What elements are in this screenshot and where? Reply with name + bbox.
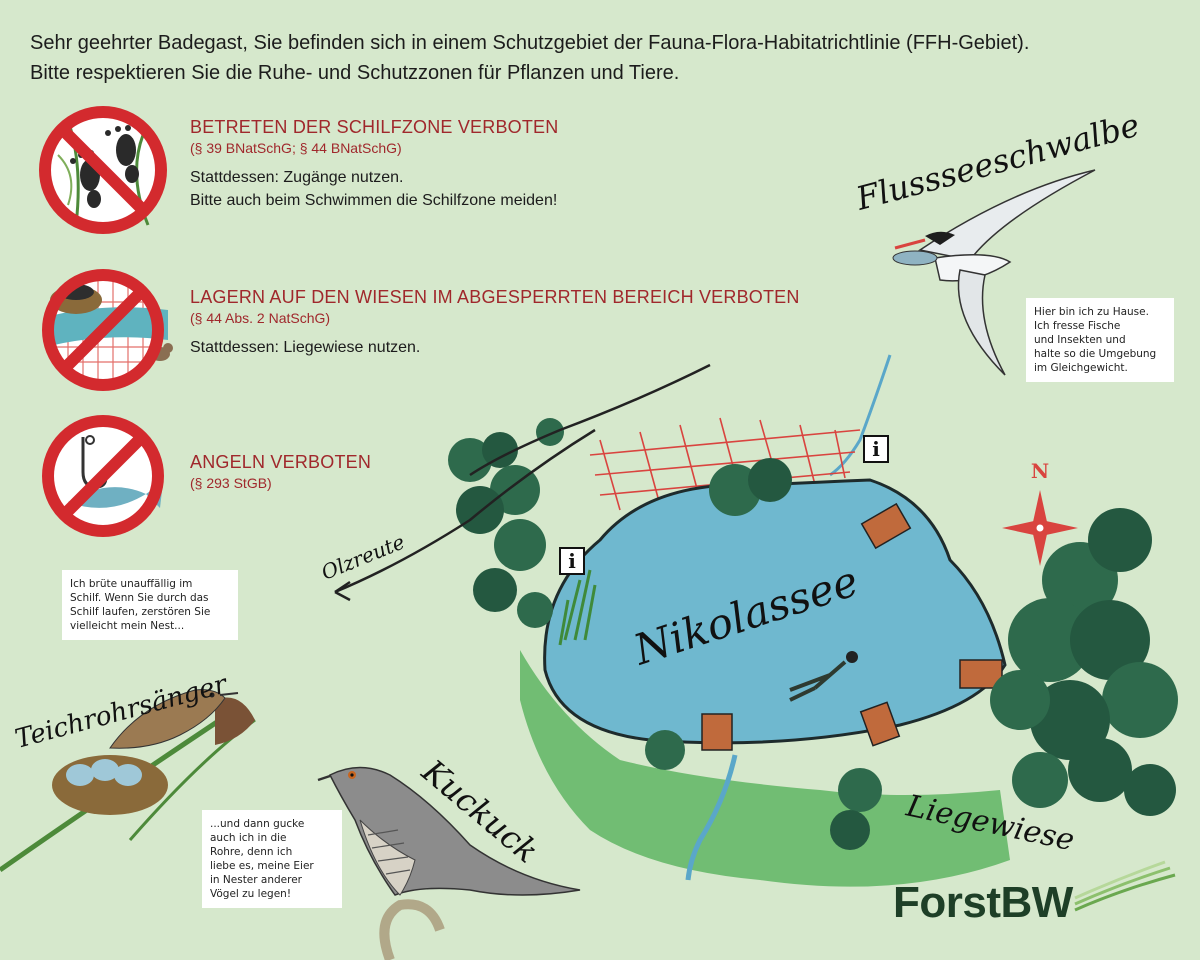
speech-line: liebe es, meine Eier — [210, 860, 314, 872]
rule-law: (§ 44 Abs. 2 NatSchG) — [190, 310, 331, 326]
forstbw-logo: ForstBW — [893, 878, 1073, 927]
speech-line: Ich fresse Fische — [1034, 320, 1121, 332]
forstbw-logo-swoosh — [1074, 860, 1176, 912]
rule-law: (§ 39 BNatSchG; § 44 BNatSchG) — [190, 140, 402, 156]
piers — [701, 502, 1003, 751]
speech-line: auch ich in die — [210, 832, 287, 844]
north-label: N — [1031, 459, 1049, 483]
speech-line: Vögel zu legen! — [210, 888, 292, 900]
meadow-area — [520, 650, 1010, 887]
reed-bed — [558, 569, 597, 646]
rule-fishing: ANGELN VERBOTEN (§ 293 StGB) — [190, 452, 371, 491]
speech-line: ...und dann gucke — [210, 818, 305, 830]
speech-line: im Gleichgewicht. — [1034, 362, 1128, 374]
speech-line: halte so die Umgebung — [1034, 348, 1157, 360]
rule-text-line: Stattdessen: Zugänge nutzen. — [190, 169, 404, 186]
stream — [685, 754, 738, 881]
no-footprints-icon — [39, 106, 167, 234]
info-label: i — [568, 549, 576, 573]
rule-text: Stattdessen: Liegewiese nutzen. — [190, 336, 800, 359]
rule-text-line: Bitte auch beim Schwimmen die Schilfzone… — [190, 192, 558, 209]
reed-warbler-speech-bubble: Ich brüte unauffällig im Schilf. Wenn Si… — [62, 570, 238, 640]
cuckoo-illustration: Kuckuck — [317, 751, 581, 960]
road-line — [334, 428, 596, 594]
pier — [860, 502, 912, 550]
tern-speech-bubble: Hier bin ich zu Hause. Ich fresse Fische… — [1026, 298, 1174, 382]
rule-reed-zone: BETRETEN DER SCHILFZONE VERBOTEN (§ 39 B… — [190, 117, 558, 212]
speech-line: Schilf laufen, zerstören Sie — [70, 606, 211, 618]
intro-line-2: Bitte respektieren Sie die Ruhe- und Sch… — [30, 62, 680, 84]
info-point: i — [863, 435, 889, 463]
cuckoo-speech-bubble: ...und dann gucke auch ich in die Rohre,… — [202, 810, 342, 908]
info-point: i — [559, 547, 585, 575]
compass-rose-icon: N — [1002, 459, 1078, 566]
pier — [701, 713, 733, 751]
road-arrow — [334, 580, 351, 602]
speech-line: und Insekten und — [1034, 334, 1126, 346]
rule-text: Stattdessen: Zugänge nutzen. Bitte auch … — [190, 166, 558, 212]
no-fishing-icon — [42, 415, 164, 537]
pier — [959, 659, 1003, 689]
info-label: i — [872, 437, 880, 461]
speech-line: Schilf. Wenn Sie durch das — [70, 592, 209, 604]
trees — [448, 418, 1178, 850]
speech-line: vielleicht mein Nest... — [70, 620, 185, 632]
speech-line: Ich brüte unauffällig im — [70, 578, 193, 590]
speech-line: Hier bin ich zu Hause. — [1034, 306, 1149, 318]
rule-meadow: LAGERN AUF DEN WIESEN IM ABGESPERRTEN BE… — [190, 287, 800, 359]
pier — [859, 701, 901, 747]
rule-title: ANGELN VERBOTEN — [190, 452, 372, 472]
stream-inflow — [829, 354, 892, 477]
road-line — [469, 363, 711, 477]
rule-title: LAGERN AUF DEN WIESEN IM ABGESPERRTEN BE… — [190, 287, 800, 307]
rule-text-line: Stattdessen: Liegewiese nutzen. — [190, 339, 421, 356]
speech-line: Rohre, denn ich — [210, 846, 293, 858]
intro-line-1: Sehr geehrter Badegast, Sie befinden sic… — [30, 32, 1030, 54]
road-label: Olzreute — [318, 530, 408, 585]
rule-law: (§ 293 StGB) — [190, 475, 272, 491]
no-camping-icon — [42, 269, 173, 391]
speech-line: in Nester anderer — [210, 874, 303, 886]
tern-name: Flussseeschwalbe — [851, 106, 1143, 218]
rule-title: BETRETEN DER SCHILFZONE VERBOTEN — [190, 117, 559, 137]
intro-text: Sehr geehrter Badegast, Sie befinden sic… — [30, 28, 1180, 88]
swimmer-figure — [789, 651, 858, 702]
